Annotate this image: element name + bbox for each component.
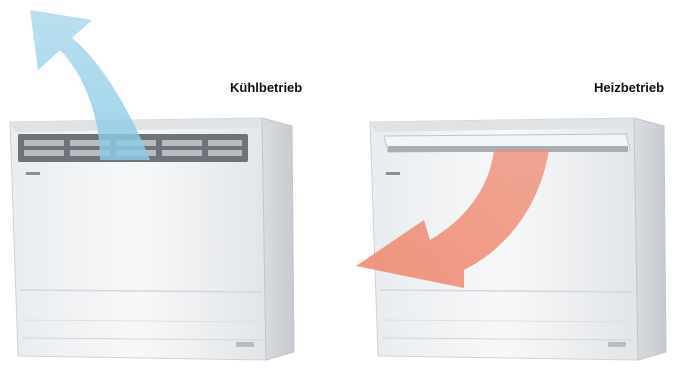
heating-mode-label: Heizbetrieb [594,80,664,95]
cooling-mode-label: Kühlbetrieb [230,80,302,95]
ac-unit-cooling [10,118,294,360]
heating-unit-illustration [344,0,689,378]
cooling-mode-panel: Kühlbetrieb [0,0,344,378]
cooling-unit-illustration [0,0,344,378]
heating-mode-panel: Heizbetrieb [344,0,689,378]
